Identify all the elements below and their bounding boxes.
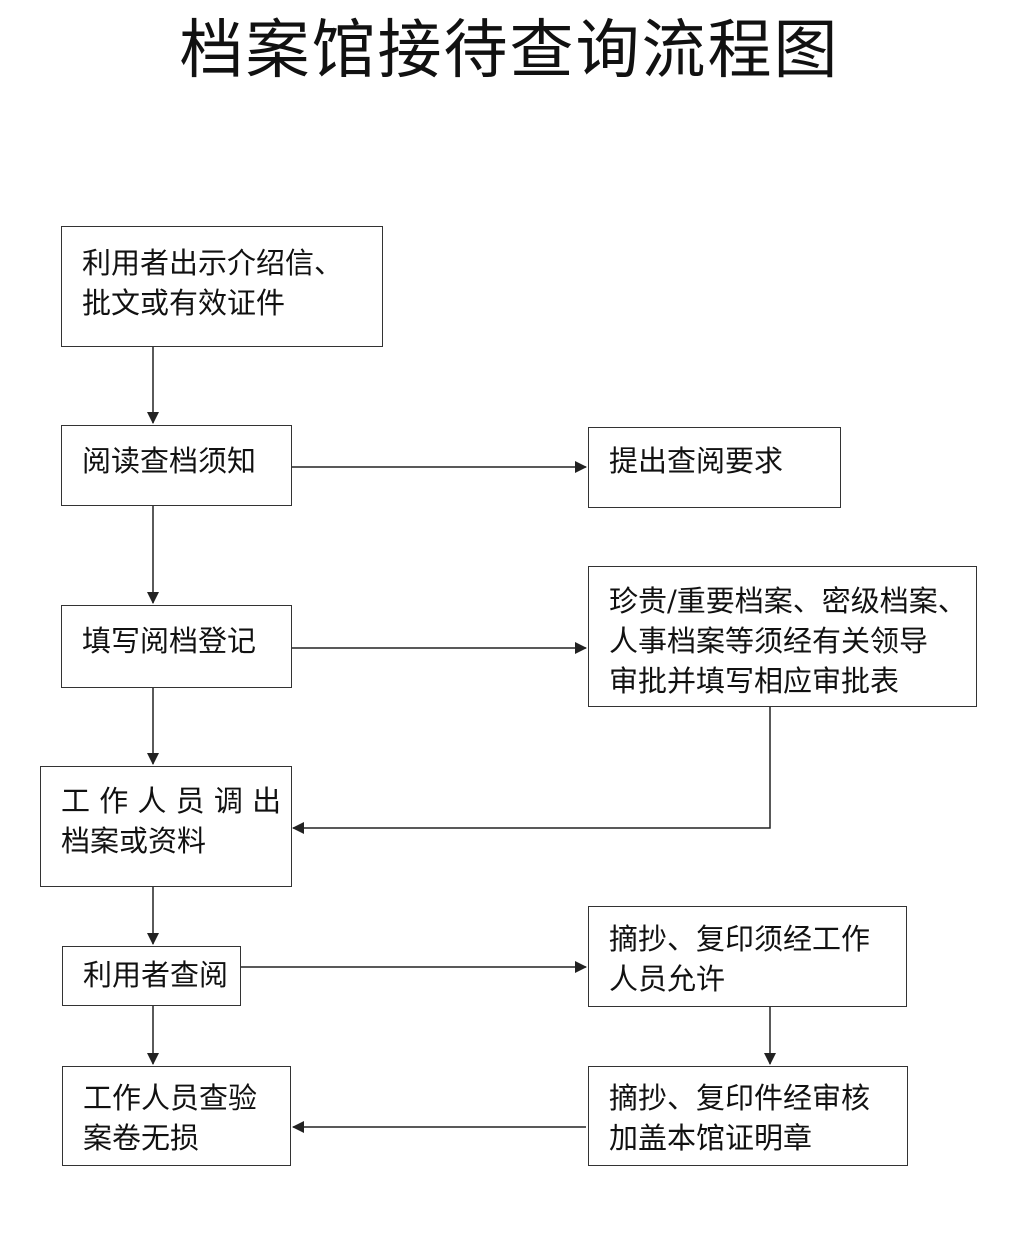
step-fill-register: 填写阅档登记 <box>61 605 292 688</box>
step-text: 加盖本馆证明章 <box>609 1121 813 1155</box>
step-text: 摘抄、复印须经工作 <box>609 922 871 956</box>
step-text: 提出查阅要求 <box>609 444 784 478</box>
step-text: 人事档案等须经有关领导 <box>609 624 929 658</box>
step-text: 档案或资料 <box>61 824 207 858</box>
arrow-approval-to-retrieve <box>292 707 771 834</box>
step-approval-required: 珍贵/重要档案、密级档案、 人事档案等须经有关领导 审批并填写相应审批表 <box>588 566 977 707</box>
step-present-letter: 利用者出示介绍信、 批文或有效证件 <box>61 226 383 347</box>
step-text: 珍贵/重要档案、密级档案、 <box>609 584 967 618</box>
step-copy-stamp: 摘抄、复印件经审核 加盖本馆证明章 <box>588 1066 908 1166</box>
step-text: 案卷无损 <box>83 1121 200 1155</box>
step-submit-request: 提出查阅要求 <box>588 427 841 508</box>
step-staff-retrieve: 工 作 人 员 调 出 档案或资料 <box>40 766 292 887</box>
step-text: 工 作 人 员 调 出 <box>61 784 282 818</box>
step-staff-inspect: 工作人员查验 案卷无损 <box>62 1066 291 1166</box>
step-text: 阅读查档须知 <box>82 444 257 478</box>
step-text: 填写阅档登记 <box>82 624 257 658</box>
step-read-notice: 阅读查档须知 <box>61 425 292 506</box>
step-text: 人员允许 <box>609 962 726 996</box>
step-text: 审批并填写相应审批表 <box>609 664 900 698</box>
step-text: 摘抄、复印件经审核 <box>609 1081 871 1115</box>
step-user-consult: 利用者查阅 <box>62 946 241 1006</box>
step-copy-permission: 摘抄、复印须经工作 人员允许 <box>588 906 907 1007</box>
step-text: 工作人员查验 <box>83 1081 258 1115</box>
step-text: 利用者查阅 <box>83 958 229 992</box>
step-text: 利用者出示介绍信、 <box>82 246 344 280</box>
step-text: 批文或有效证件 <box>82 286 286 320</box>
diagram-title: 档案馆接待查询流程图 <box>179 14 840 88</box>
